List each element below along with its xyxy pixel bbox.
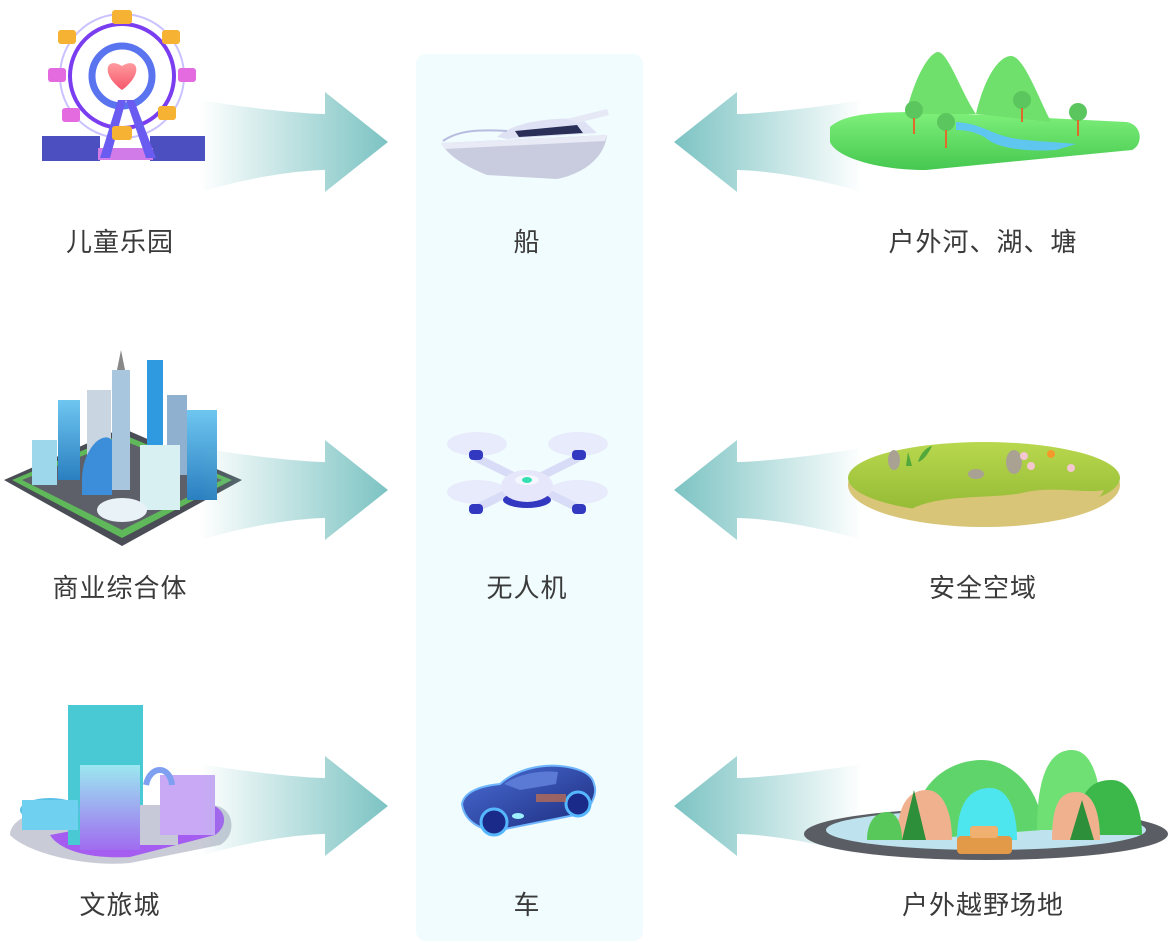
tourism-city-icon [10,705,232,864]
venue-label: 户外河、湖、塘 [888,228,1078,258]
venue-label: 户外越野场地 [901,891,1065,921]
arrow-right-icon [200,756,388,856]
drone-icon [447,432,608,514]
yacht-icon [441,109,609,179]
arrow-left-icon [674,92,862,192]
source-label: 文旅城 [79,891,161,921]
vehicle-label: 车 [513,891,541,921]
vehicle-label: 船 [513,228,541,258]
arrow-right-icon [200,92,388,192]
vehicle-label: 无人机 [486,574,568,604]
source-label: 儿童乐园 [65,228,175,258]
offroad-field-icon [804,750,1168,860]
city-complex-icon [4,350,242,546]
car-icon [460,764,596,837]
grassland-airspace-icon [848,442,1120,527]
source-label: 商业综合体 [52,574,188,604]
river-lake-pond-icon [830,52,1140,170]
venue-label: 安全空域 [928,574,1038,604]
arrow-right-icon [200,440,388,540]
ferris-wheel-icon [42,10,205,161]
arrow-left-icon [674,440,862,540]
